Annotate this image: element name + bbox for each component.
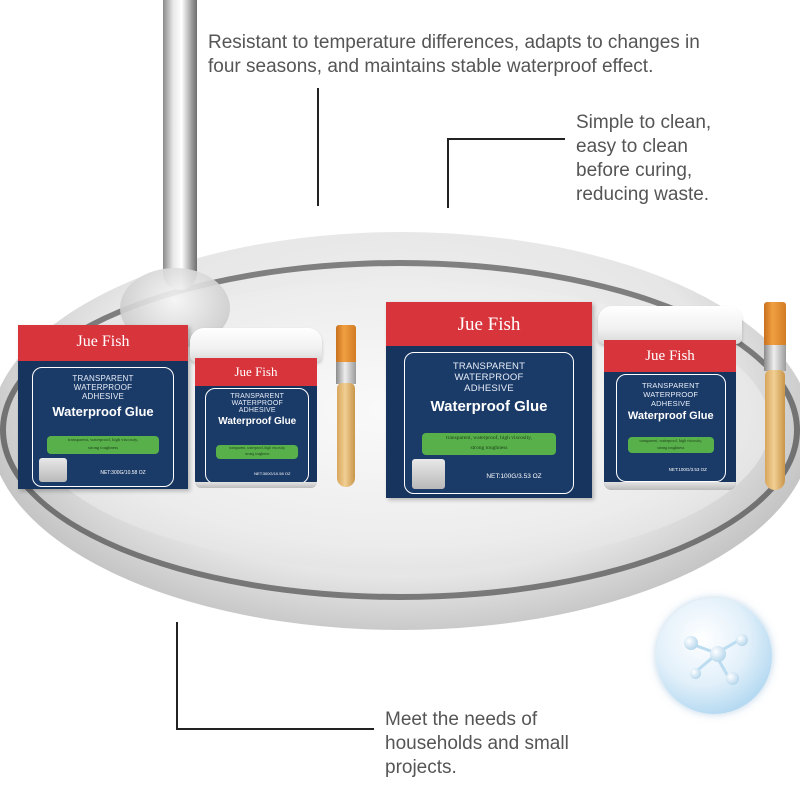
jar-brand: Jue Fish [195, 358, 317, 386]
jar-lid [190, 328, 322, 362]
jar-label-line-1: TRANSPARENT [230, 393, 285, 400]
product-jar-small: Jue Fish TRANSPARENT WATERPROOF ADHESIVE… [190, 328, 322, 488]
callout-temperature-line-1: Resistant to temperature differences, ad… [208, 32, 700, 53]
glue-stream [163, 0, 197, 290]
molecule-atom-4 [726, 672, 739, 685]
decor-toilet [38, 458, 67, 482]
brush-handle [337, 383, 355, 487]
net-weight: NET:300G/10.58 OZ [100, 470, 146, 476]
callout-temperature-line-2: four seasons, and maintains stable water… [208, 56, 654, 77]
jar-label-card: TRANSPARENT WATERPROOF ADHESIVE Waterpro… [205, 388, 310, 484]
box-large-decor-toilet [411, 459, 446, 489]
brush-ferrule [336, 362, 356, 384]
jar-large-label-card: TRANSPARENT WATERPROOF ADHESIVE Waterpro… [615, 374, 726, 482]
brush-large-bristles [764, 302, 786, 346]
jar-label-line-3: ADHESIVE [238, 407, 276, 414]
molecule-atom-2 [710, 646, 726, 662]
callout-needs-line-3: projects. [385, 757, 457, 778]
callout-needs-line-1: Meet the needs of [385, 709, 538, 730]
molecule-atom-3 [736, 634, 748, 646]
jar-tagline-line-1: transparent, waterproof, high viscosity, [229, 446, 286, 450]
box-brand: Jue Fish [76, 333, 130, 350]
tagline-band: transparent, waterproof, high viscosity,… [47, 436, 159, 454]
box-large-tagline-line-1: transparent, waterproof, high viscosity, [446, 435, 532, 441]
callout-needs: Meet the needs of households and small p… [385, 708, 645, 780]
box-large-net-weight: NET:100G/3.53 OZ [486, 473, 542, 480]
jar-large-lid [598, 306, 742, 344]
box-large-label-card: TRANSPARENT WATERPROOF ADHESIVE Waterpro… [404, 352, 574, 494]
jar-label-title: Waterproof Glue [218, 416, 297, 427]
label-line-1: TRANSPARENT [72, 374, 134, 383]
box-label-card: TRANSPARENT WATERPROOF ADHESIVE Waterpro… [32, 367, 174, 487]
brush-bristles [336, 325, 356, 363]
leader-line-needs-horizontal [176, 728, 374, 730]
leader-line-clean-vertical [447, 138, 449, 208]
jar-large-label-line-2: WATERPROOF [643, 390, 699, 399]
tagline-line-1: transparent, waterproof, high viscosity, [67, 437, 139, 442]
molecule-bubble-icon [656, 598, 772, 714]
jar-tagline-line-2: strong toughness [245, 452, 270, 456]
box-large-label-line-1: TRANSPARENT [452, 361, 526, 372]
callout-clean-line-2: easy to clean [576, 136, 688, 157]
glue-puddle-rim [0, 260, 800, 600]
product-box-large: Jue Fish TRANSPARENT WATERPROOF ADHESIVE… [386, 302, 592, 498]
leader-line-temperature [317, 88, 319, 206]
callout-clean-line-4: reducing waste. [576, 184, 710, 205]
callout-temperature: Resistant to temperature differences, ad… [208, 31, 788, 79]
label-line-3: ADHESIVE [81, 392, 125, 401]
leader-line-needs-vertical [176, 622, 178, 730]
label-line-2: WATERPROOF [73, 383, 133, 392]
box-large-red-header [386, 302, 592, 346]
jar-large-base [603, 482, 737, 490]
jar-large-label-title: Waterproof Glue [627, 410, 714, 422]
box-large-label-line-3: ADHESIVE [464, 383, 514, 394]
label-title: Waterproof Glue [52, 404, 154, 419]
jar-net-weight: NET:300G/10.58 OZ [254, 471, 291, 476]
callout-clean-line-1: Simple to clean, [576, 112, 712, 133]
callout-needs-line-2: households and small [385, 733, 569, 754]
jar-large-tagline-band: transparent, waterproof, high viscosity,… [627, 437, 714, 453]
box-large-tagline-line-2: strong toughness [470, 445, 508, 451]
jar-large-net-weight: NET:100G/3.53 OZ [668, 467, 707, 472]
brush-large-handle [765, 370, 785, 490]
molecule-atom-5 [690, 668, 701, 679]
jar-base [195, 482, 317, 488]
jar-tagline-band: transparent, waterproof, high viscosity,… [216, 445, 299, 459]
jar-large-label-line-1: TRANSPARENT [642, 381, 700, 390]
jar-large-brand: Jue Fish [603, 340, 737, 372]
box-large-tagline-band: transparent, waterproof, high viscosity,… [421, 433, 557, 455]
box-red-header [18, 325, 188, 361]
jar-large-tagline-line-2: strong toughness [657, 445, 685, 450]
box-large-label-title: Waterproof Glue [430, 398, 548, 415]
callout-clean: Simple to clean, easy to clean before cu… [576, 111, 786, 207]
jar-large-tagline-line-1: transparent, waterproof, high viscosity, [639, 438, 702, 443]
tagline-line-2: strong toughness [87, 445, 119, 450]
jar-large-label-line-3: ADHESIVE [650, 399, 691, 408]
jar-large-body: Jue Fish TRANSPARENT WATERPROOF ADHESIVE… [603, 340, 737, 490]
product-box-small: Jue Fish TRANSPARENT WATERPROOF ADHESIVE… [18, 325, 188, 489]
box-large-brand: Jue Fish [457, 314, 521, 335]
callout-clean-line-3: before curing, [576, 160, 693, 181]
product-jar-large: Jue Fish TRANSPARENT WATERPROOF ADHESIVE… [598, 306, 742, 490]
molecule-atom-1 [684, 636, 698, 650]
brush-large-ferrule [764, 345, 786, 371]
box-large-label-line-2: WATERPROOF [454, 372, 524, 383]
leader-line-clean-horizontal [447, 138, 565, 140]
jar-body: Jue Fish TRANSPARENT WATERPROOF ADHESIVE… [195, 358, 317, 488]
jar-label-line-2: WATERPROOF [231, 400, 283, 407]
